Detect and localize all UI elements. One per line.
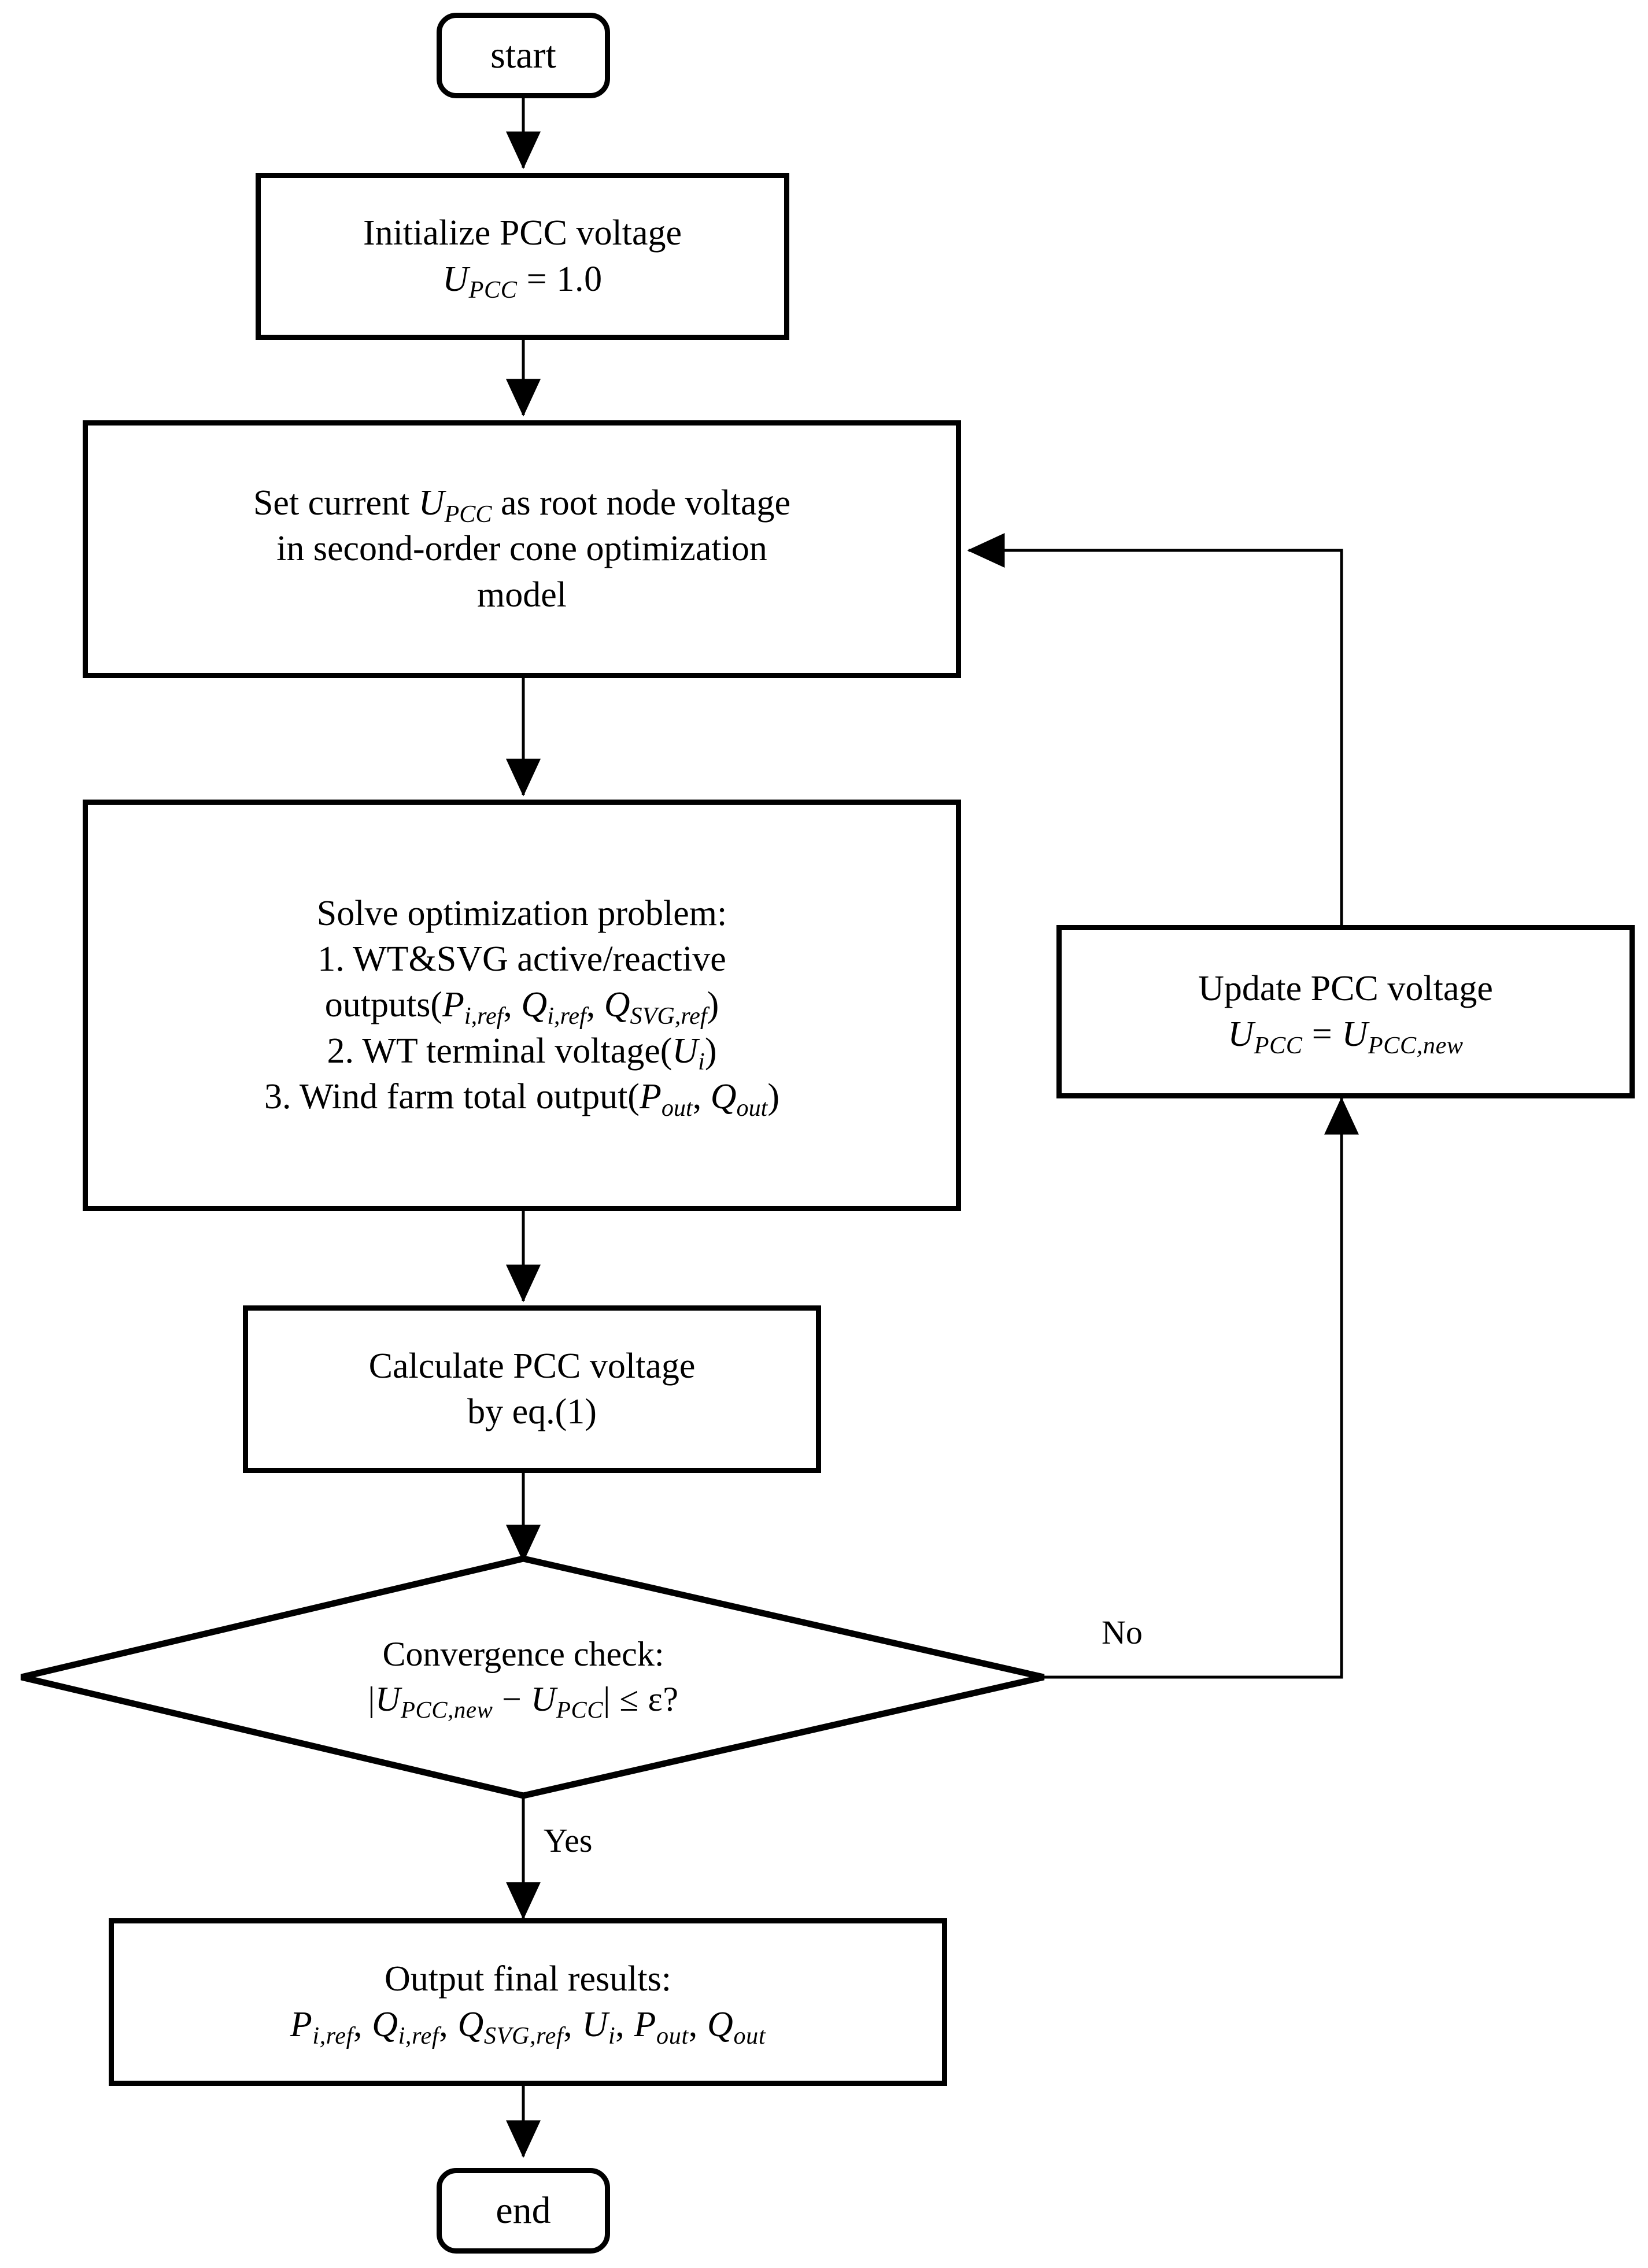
node-output-variables: Pi,ref, Qi,ref, QSVG,ref, Ui, Pout, Qout: [290, 2005, 766, 2049]
node-solve-header: Solve optimization problem:: [316, 893, 727, 933]
node-solve-text: Solve optimization problem: 1. WT&SVG ac…: [88, 891, 956, 1122]
node-start[interactable]: start: [437, 13, 610, 98]
node-calculate-pcc-voltage[interactable]: Calculate PCC voltage by eq.(1): [243, 1305, 821, 1473]
node-update-line1: Update PCC voltage: [1198, 968, 1493, 1008]
decision-diamond: [20, 1555, 1045, 1799]
node-solve-item2: 2. WT terminal voltage(Ui): [327, 1031, 717, 1076]
node-calculate-line1: Calculate PCC voltage: [368, 1346, 696, 1386]
node-solve-optimization-problem[interactable]: Solve optimization problem: 1. WT&SVG ac…: [83, 800, 961, 1211]
node-setroot-text: Set current UPCC as root node voltage in…: [88, 480, 956, 618]
node-setroot-line1: Set current UPCC as root node voltage: [253, 483, 791, 528]
edge-label-yes: Yes: [544, 1822, 593, 1859]
node-initialize-equation: UPCC = 1.0: [442, 259, 603, 304]
node-initialize-pcc-voltage[interactable]: Initialize PCC voltage UPCC = 1.0: [256, 173, 789, 340]
edge-decision-to-update: [1044, 1097, 1359, 1679]
node-output-header: Output final results:: [385, 1959, 671, 1999]
node-setroot-line2: in second-order cone optimization: [276, 529, 767, 569]
edge-label-no: No: [1102, 1614, 1143, 1651]
edge-update-to-setroot: [967, 533, 1343, 925]
node-solve-item1-line2: outputs(Pi,ref, Qi,ref, QSVG,ref): [324, 985, 719, 1030]
node-convergence-check-label[interactable]: Convergence check: |UPCC,new − UPCC| ≤ ε…: [188, 1596, 859, 1758]
node-calculate-line2: by eq.(1): [467, 1392, 597, 1431]
node-decision-equation: |UPCC,new − UPCC| ≤ ε?: [368, 1680, 679, 1723]
node-start-label: start: [490, 34, 556, 76]
node-set-root-node-voltage[interactable]: Set current UPCC as root node voltage in…: [83, 420, 961, 678]
node-initialize-text: Initialize PCC voltage UPCC = 1.0: [261, 210, 784, 304]
node-decision-line1: Convergence check:: [382, 1635, 664, 1673]
node-solve-item1-line1: 1. WT&SVG active/reactive: [317, 939, 726, 979]
node-solve-item3: 3. Wind farm total output(Pout, Qout): [264, 1077, 780, 1122]
node-update-pcc-voltage[interactable]: Update PCC voltage UPCC = UPCC,new: [1056, 925, 1635, 1098]
node-setroot-line3: model: [477, 575, 567, 615]
node-update-text: Update PCC voltage UPCC = UPCC,new: [1062, 966, 1629, 1059]
node-end[interactable]: end: [437, 2168, 610, 2254]
node-update-equation: UPCC = UPCC,new: [1228, 1015, 1464, 1059]
node-output-final-results[interactable]: Output final results: Pi,ref, Qi,ref, QS…: [109, 1918, 947, 2086]
node-calculate-text: Calculate PCC voltage by eq.(1): [248, 1344, 816, 1435]
node-end-label: end: [496, 2189, 551, 2232]
node-decision-text: Convergence check: |UPCC,new − UPCC| ≤ ε…: [368, 1631, 679, 1723]
node-output-text: Output final results: Pi,ref, Qi,ref, QS…: [114, 1956, 942, 2049]
node-initialize-line1: Initialize PCC voltage: [363, 213, 682, 253]
